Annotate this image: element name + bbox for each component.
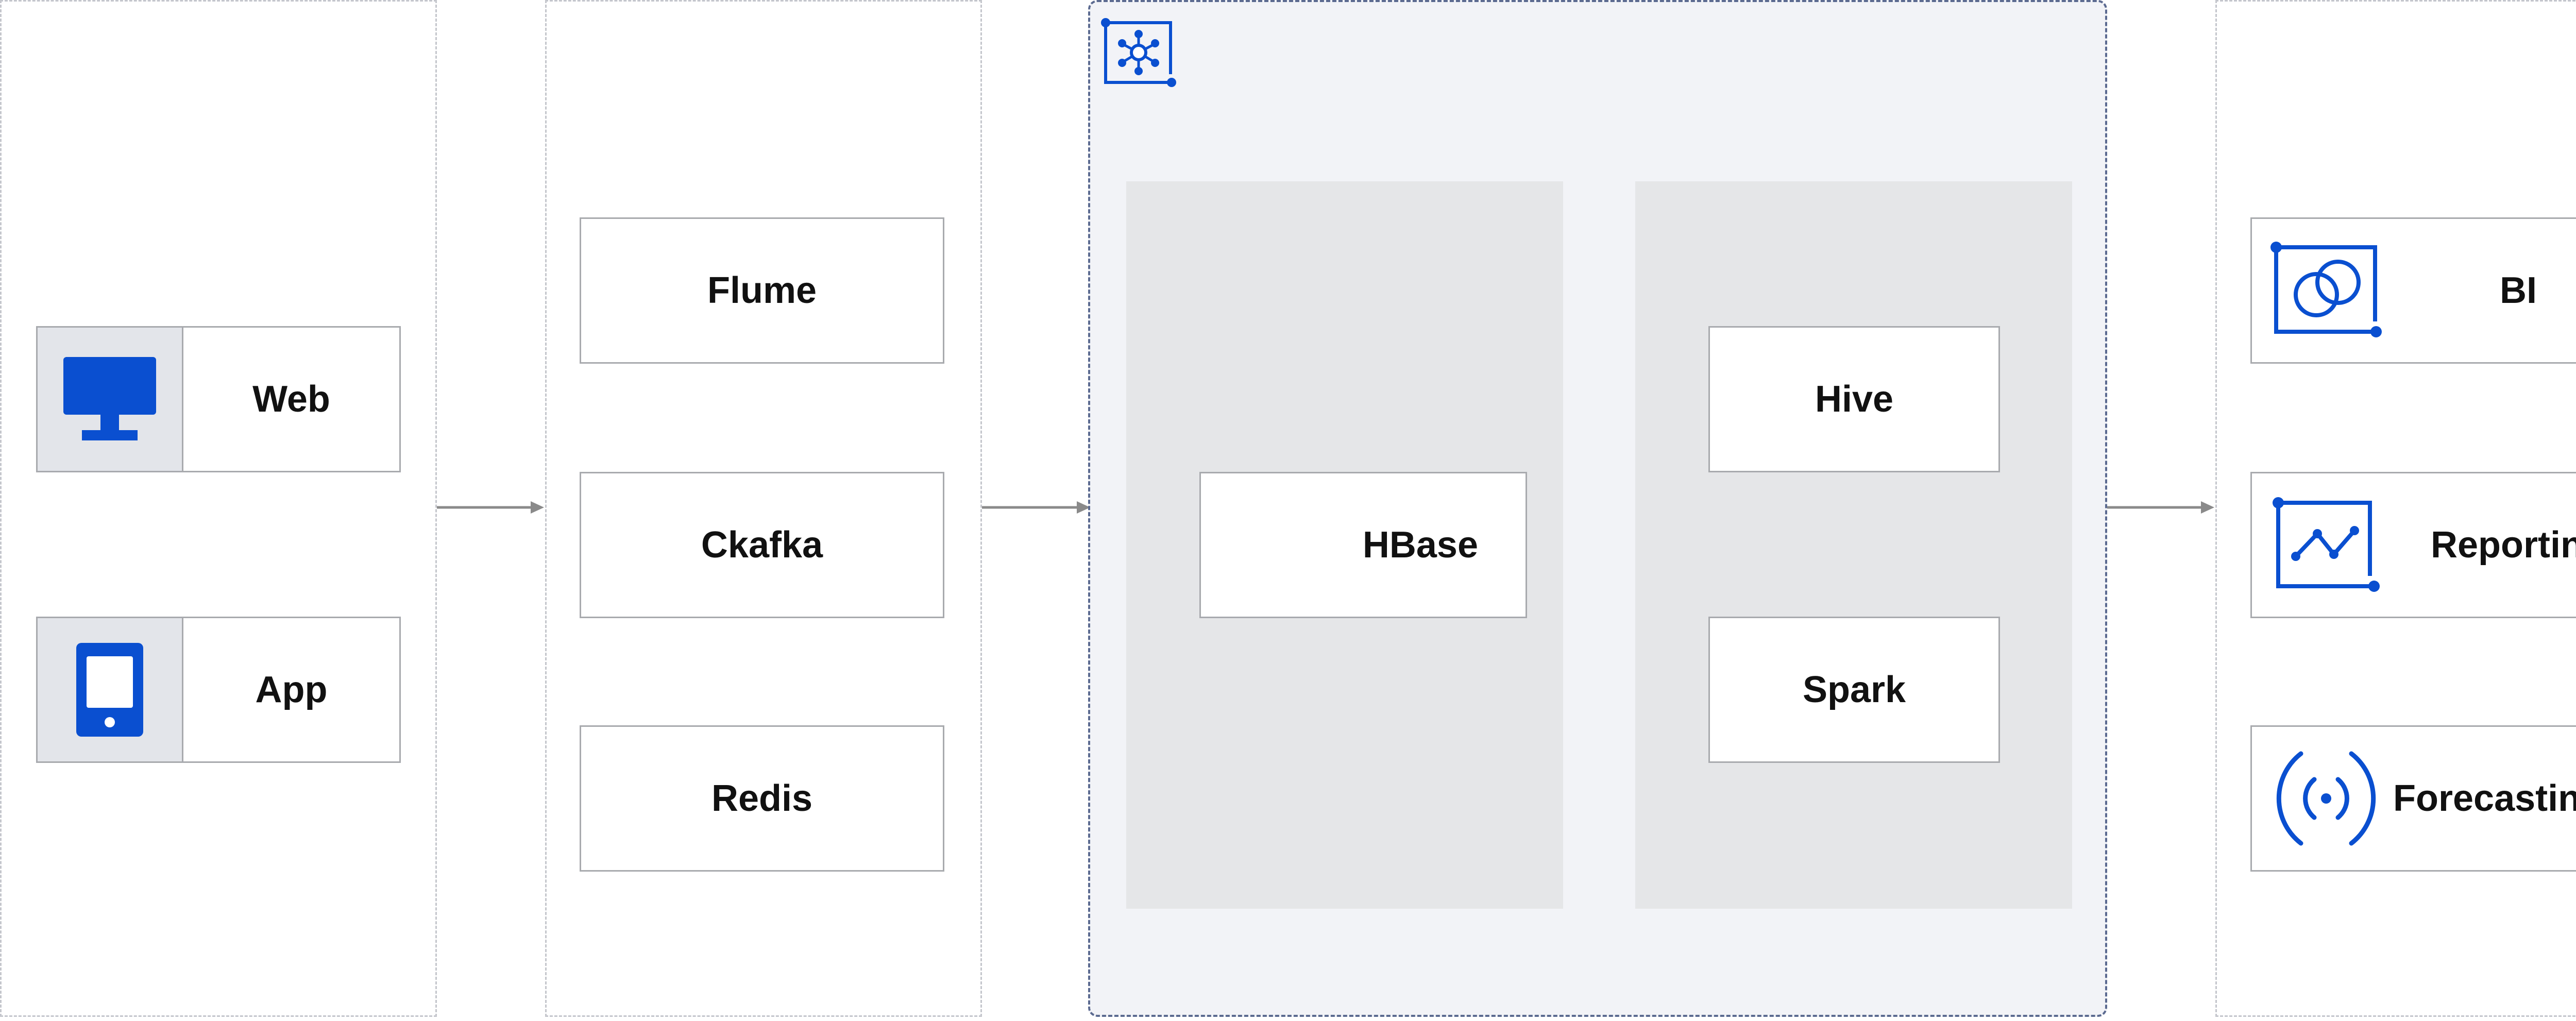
arrow-ingestion-to-cluster <box>982 501 1090 514</box>
web-node[interactable]: Web <box>36 326 401 472</box>
reporting-label: Reporting <box>2431 524 2576 566</box>
tablet-icon <box>38 618 183 761</box>
forecasting-label: Forecasting <box>2393 778 2576 819</box>
spark-label: Spark <box>1802 669 1906 710</box>
app-node[interactable]: App <box>36 617 401 763</box>
flume-label: Flume <box>707 270 817 311</box>
web-label: Web <box>252 379 330 420</box>
bi-label: BI <box>2500 270 2537 311</box>
redis-node[interactable]: Redis <box>580 725 944 872</box>
hive-label: Hive <box>1815 379 1894 420</box>
arrow-clients-to-ingestion <box>437 501 544 514</box>
line-chart-icon <box>2264 494 2388 597</box>
hive-node[interactable]: Hive <box>1708 326 2000 472</box>
compute-group <box>1635 181 2072 909</box>
ckafka-label: Ckafka <box>701 524 823 566</box>
app-label: App <box>255 669 328 710</box>
broadcast-icon <box>2264 744 2388 853</box>
ckafka-node[interactable]: Ckafka <box>580 472 944 618</box>
reporting-node[interactable]: Reporting <box>2250 472 2576 618</box>
hbase-label: HBase <box>1362 524 1478 566</box>
bi-overlap-icon <box>2264 239 2388 342</box>
monitor-icon <box>38 328 183 471</box>
hbase-node[interactable]: HBase <box>1199 472 1527 618</box>
cluster-network-icon <box>1100 18 1178 88</box>
arrow-cluster-to-outputs <box>2107 501 2214 514</box>
forecasting-node[interactable]: Forecasting <box>2250 725 2576 872</box>
bi-node[interactable]: BI <box>2250 217 2576 364</box>
redis-label: Redis <box>711 778 813 819</box>
clients-column <box>0 0 437 1017</box>
flume-node[interactable]: Flume <box>580 217 944 364</box>
spark-node[interactable]: Spark <box>1708 617 2000 763</box>
